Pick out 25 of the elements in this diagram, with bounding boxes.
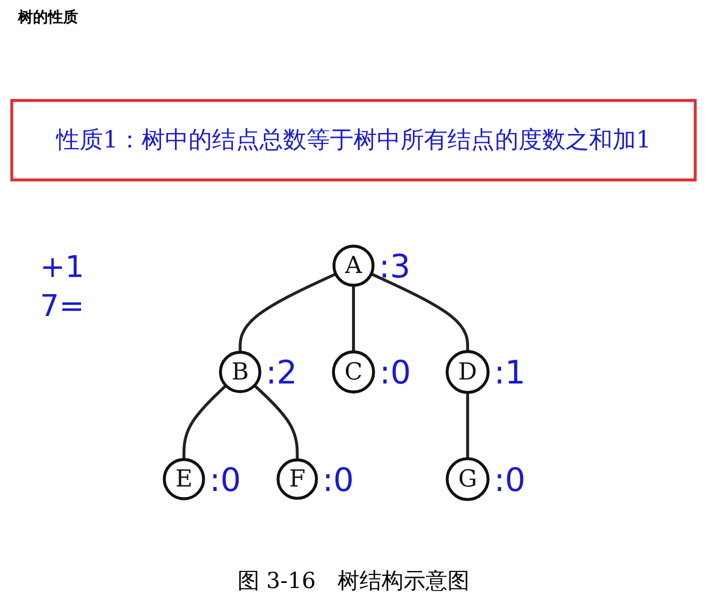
connector: [254, 384, 299, 460]
degree-annotation: :1: [494, 354, 526, 392]
node-circle: C: [332, 350, 376, 394]
degree-annotation: :0: [379, 354, 411, 392]
degree-annotation: :0: [322, 460, 354, 499]
node-circle: B: [218, 350, 262, 394]
degree-annotation: :2: [266, 354, 298, 392]
connector: [182, 384, 227, 460]
caption: 图 3-16 树结构示意图: [236, 568, 471, 596]
degree-annotation: :0: [209, 460, 241, 499]
handwritten-note: 7=: [40, 289, 84, 324]
title: 树的性质: [18, 8, 78, 27]
node-circle: F: [276, 458, 318, 500]
node-circle: A: [332, 244, 375, 287]
node-circle: E: [162, 458, 206, 500]
connector: [238, 272, 336, 352]
connector: [352, 285, 355, 352]
node-circle: D: [446, 350, 490, 394]
handwritten-note: +1: [40, 250, 84, 285]
degree-annotation: :3: [378, 247, 410, 286]
connector: [370, 272, 470, 352]
degree-annotation: :0: [494, 460, 526, 499]
connector: [466, 392, 470, 459]
node-box: 性质1：树中的结点总数等于树中所有结点的度数之和加1: [10, 98, 697, 182]
node-circle: G: [446, 457, 490, 502]
